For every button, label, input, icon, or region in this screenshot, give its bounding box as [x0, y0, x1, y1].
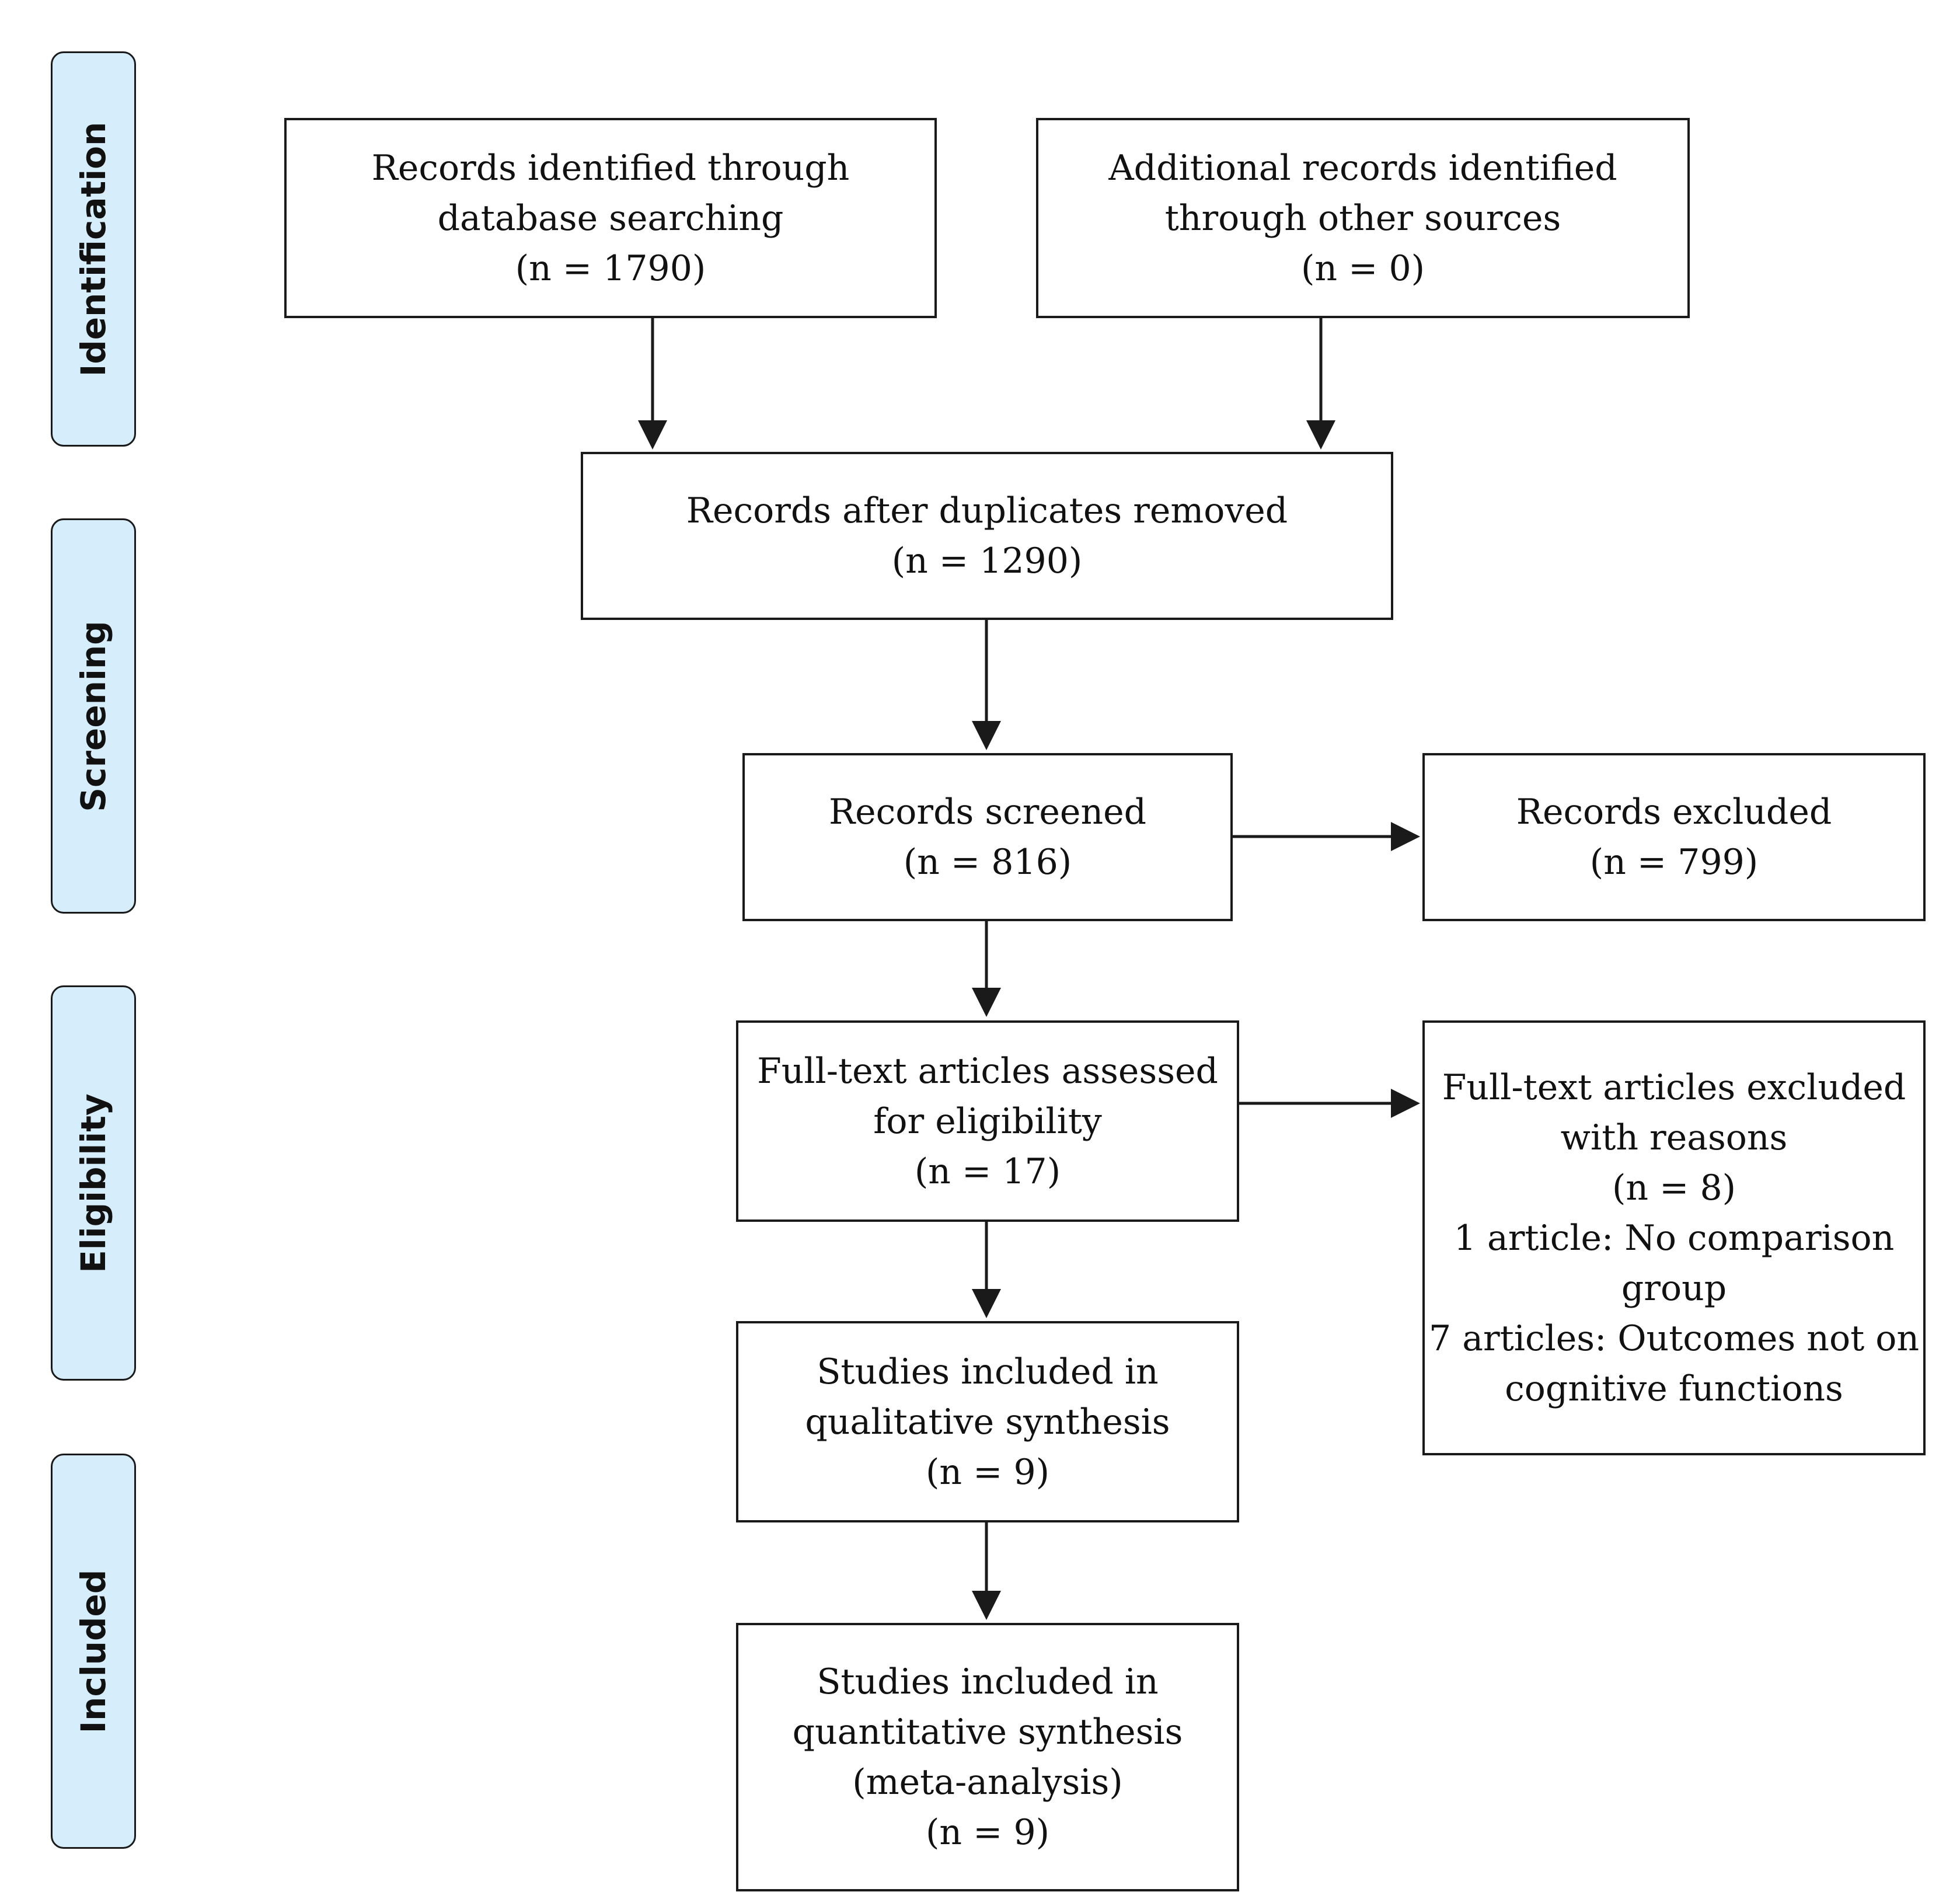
- box-quantitative-synthesis: Studies included in quantitative synthes…: [736, 1623, 1239, 1891]
- box-fulltext-excluded-line-6: 7 articles: Outcomes not on: [1428, 1318, 1920, 1359]
- box-quantitative-synthesis-line-2: quantitative synthesis: [792, 1712, 1183, 1752]
- box-quantitative-synthesis-line-3: (meta-analysis): [852, 1762, 1123, 1803]
- box-fulltext-excluded-line-4: 1 article: No comparison: [1453, 1217, 1895, 1259]
- box-fulltext-excluded-line-1: Full-text articles excluded: [1442, 1067, 1906, 1108]
- box-database-records: Records identified through database sear…: [284, 118, 937, 318]
- box-records-screened-line-1: Records screened: [828, 792, 1146, 832]
- box-after-duplicates-line-1: Records after duplicates removed: [686, 490, 1288, 531]
- box-fulltext-assessed: Full-text articles assessed for eligibil…: [736, 1020, 1239, 1222]
- box-fulltext-excluded-line-2: with reasons: [1560, 1117, 1788, 1158]
- box-after-duplicates-line-2: (n = 1290): [891, 541, 1083, 581]
- box-records-excluded-line-1: Records excluded: [1516, 792, 1832, 832]
- box-fulltext-excluded-line-3: (n = 8): [1612, 1167, 1736, 1208]
- box-quantitative-synthesis-line-1: Studies included in: [817, 1661, 1159, 1702]
- phase-included: Included: [51, 1454, 136, 1849]
- phase-screening: Screening: [51, 518, 136, 914]
- box-fulltext-excluded-line-5: group: [1621, 1267, 1727, 1309]
- box-fulltext-excluded: Full-text articles excluded with reasons…: [1422, 1020, 1926, 1455]
- box-records-excluded-line-2: (n = 799): [1589, 842, 1759, 883]
- box-records-screened-line-2: (n = 816): [903, 842, 1072, 883]
- box-other-sources-line-1: Additional records identified: [1108, 147, 1617, 189]
- box-fulltext-assessed-line-3: (n = 17): [914, 1151, 1061, 1192]
- box-after-duplicates: Records after duplicates removed (n = 12…: [581, 452, 1393, 620]
- box-database-records-line-2: database searching: [437, 197, 784, 239]
- box-fulltext-assessed-line-1: Full-text articles assessed: [757, 1050, 1218, 1092]
- box-other-sources-line-2: through other sources: [1164, 197, 1561, 239]
- box-records-screened: Records screened (n = 816): [742, 753, 1233, 921]
- box-database-records-line-3: (n = 1790): [515, 248, 706, 289]
- phase-identification: Identification: [51, 51, 136, 447]
- phase-eligibility: Eligibility: [51, 985, 136, 1381]
- box-fulltext-assessed-line-2: for eligibility: [873, 1100, 1102, 1142]
- box-other-sources: Additional records identified through ot…: [1036, 118, 1690, 318]
- box-qualitative-synthesis: Studies included in qualitative synthesi…: [736, 1321, 1239, 1522]
- box-other-sources-line-3: (n = 0): [1300, 248, 1425, 289]
- box-qualitative-synthesis-line-3: (n = 9): [925, 1451, 1050, 1493]
- box-database-records-line-1: Records identified through: [371, 147, 850, 189]
- box-qualitative-synthesis-line-2: qualitative synthesis: [805, 1401, 1170, 1442]
- box-qualitative-synthesis-line-1: Studies included in: [817, 1351, 1159, 1392]
- box-fulltext-excluded-line-7: cognitive functions: [1505, 1368, 1843, 1409]
- box-quantitative-synthesis-line-4: (n = 9): [925, 1812, 1050, 1853]
- box-records-excluded: Records excluded (n = 799): [1422, 753, 1926, 921]
